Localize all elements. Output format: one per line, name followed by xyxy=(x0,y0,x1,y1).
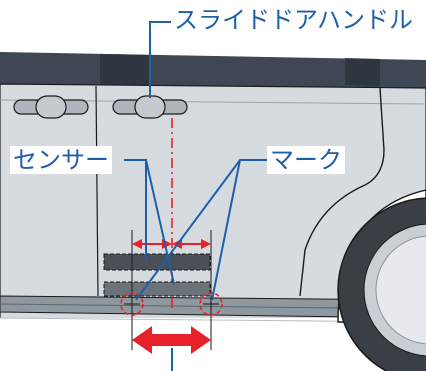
door-seam-rear xyxy=(299,87,385,297)
leader-sensor xyxy=(124,159,175,285)
bottom-dimension-arrow xyxy=(132,326,211,354)
rear-wheel xyxy=(337,189,426,371)
leader-handle xyxy=(149,21,171,98)
mark-label: マーク xyxy=(267,146,345,174)
window-band xyxy=(0,52,426,88)
leader-mark xyxy=(135,159,267,301)
sliding-door-handle xyxy=(112,95,188,119)
extent-lines xyxy=(131,230,212,350)
sliding-door-handle-label: スライドドアハンドル xyxy=(171,6,417,34)
front-door-handle xyxy=(13,95,89,119)
door-seam-front xyxy=(95,85,99,297)
sensor-label: センサー xyxy=(10,146,112,174)
mark-circles xyxy=(120,292,223,316)
